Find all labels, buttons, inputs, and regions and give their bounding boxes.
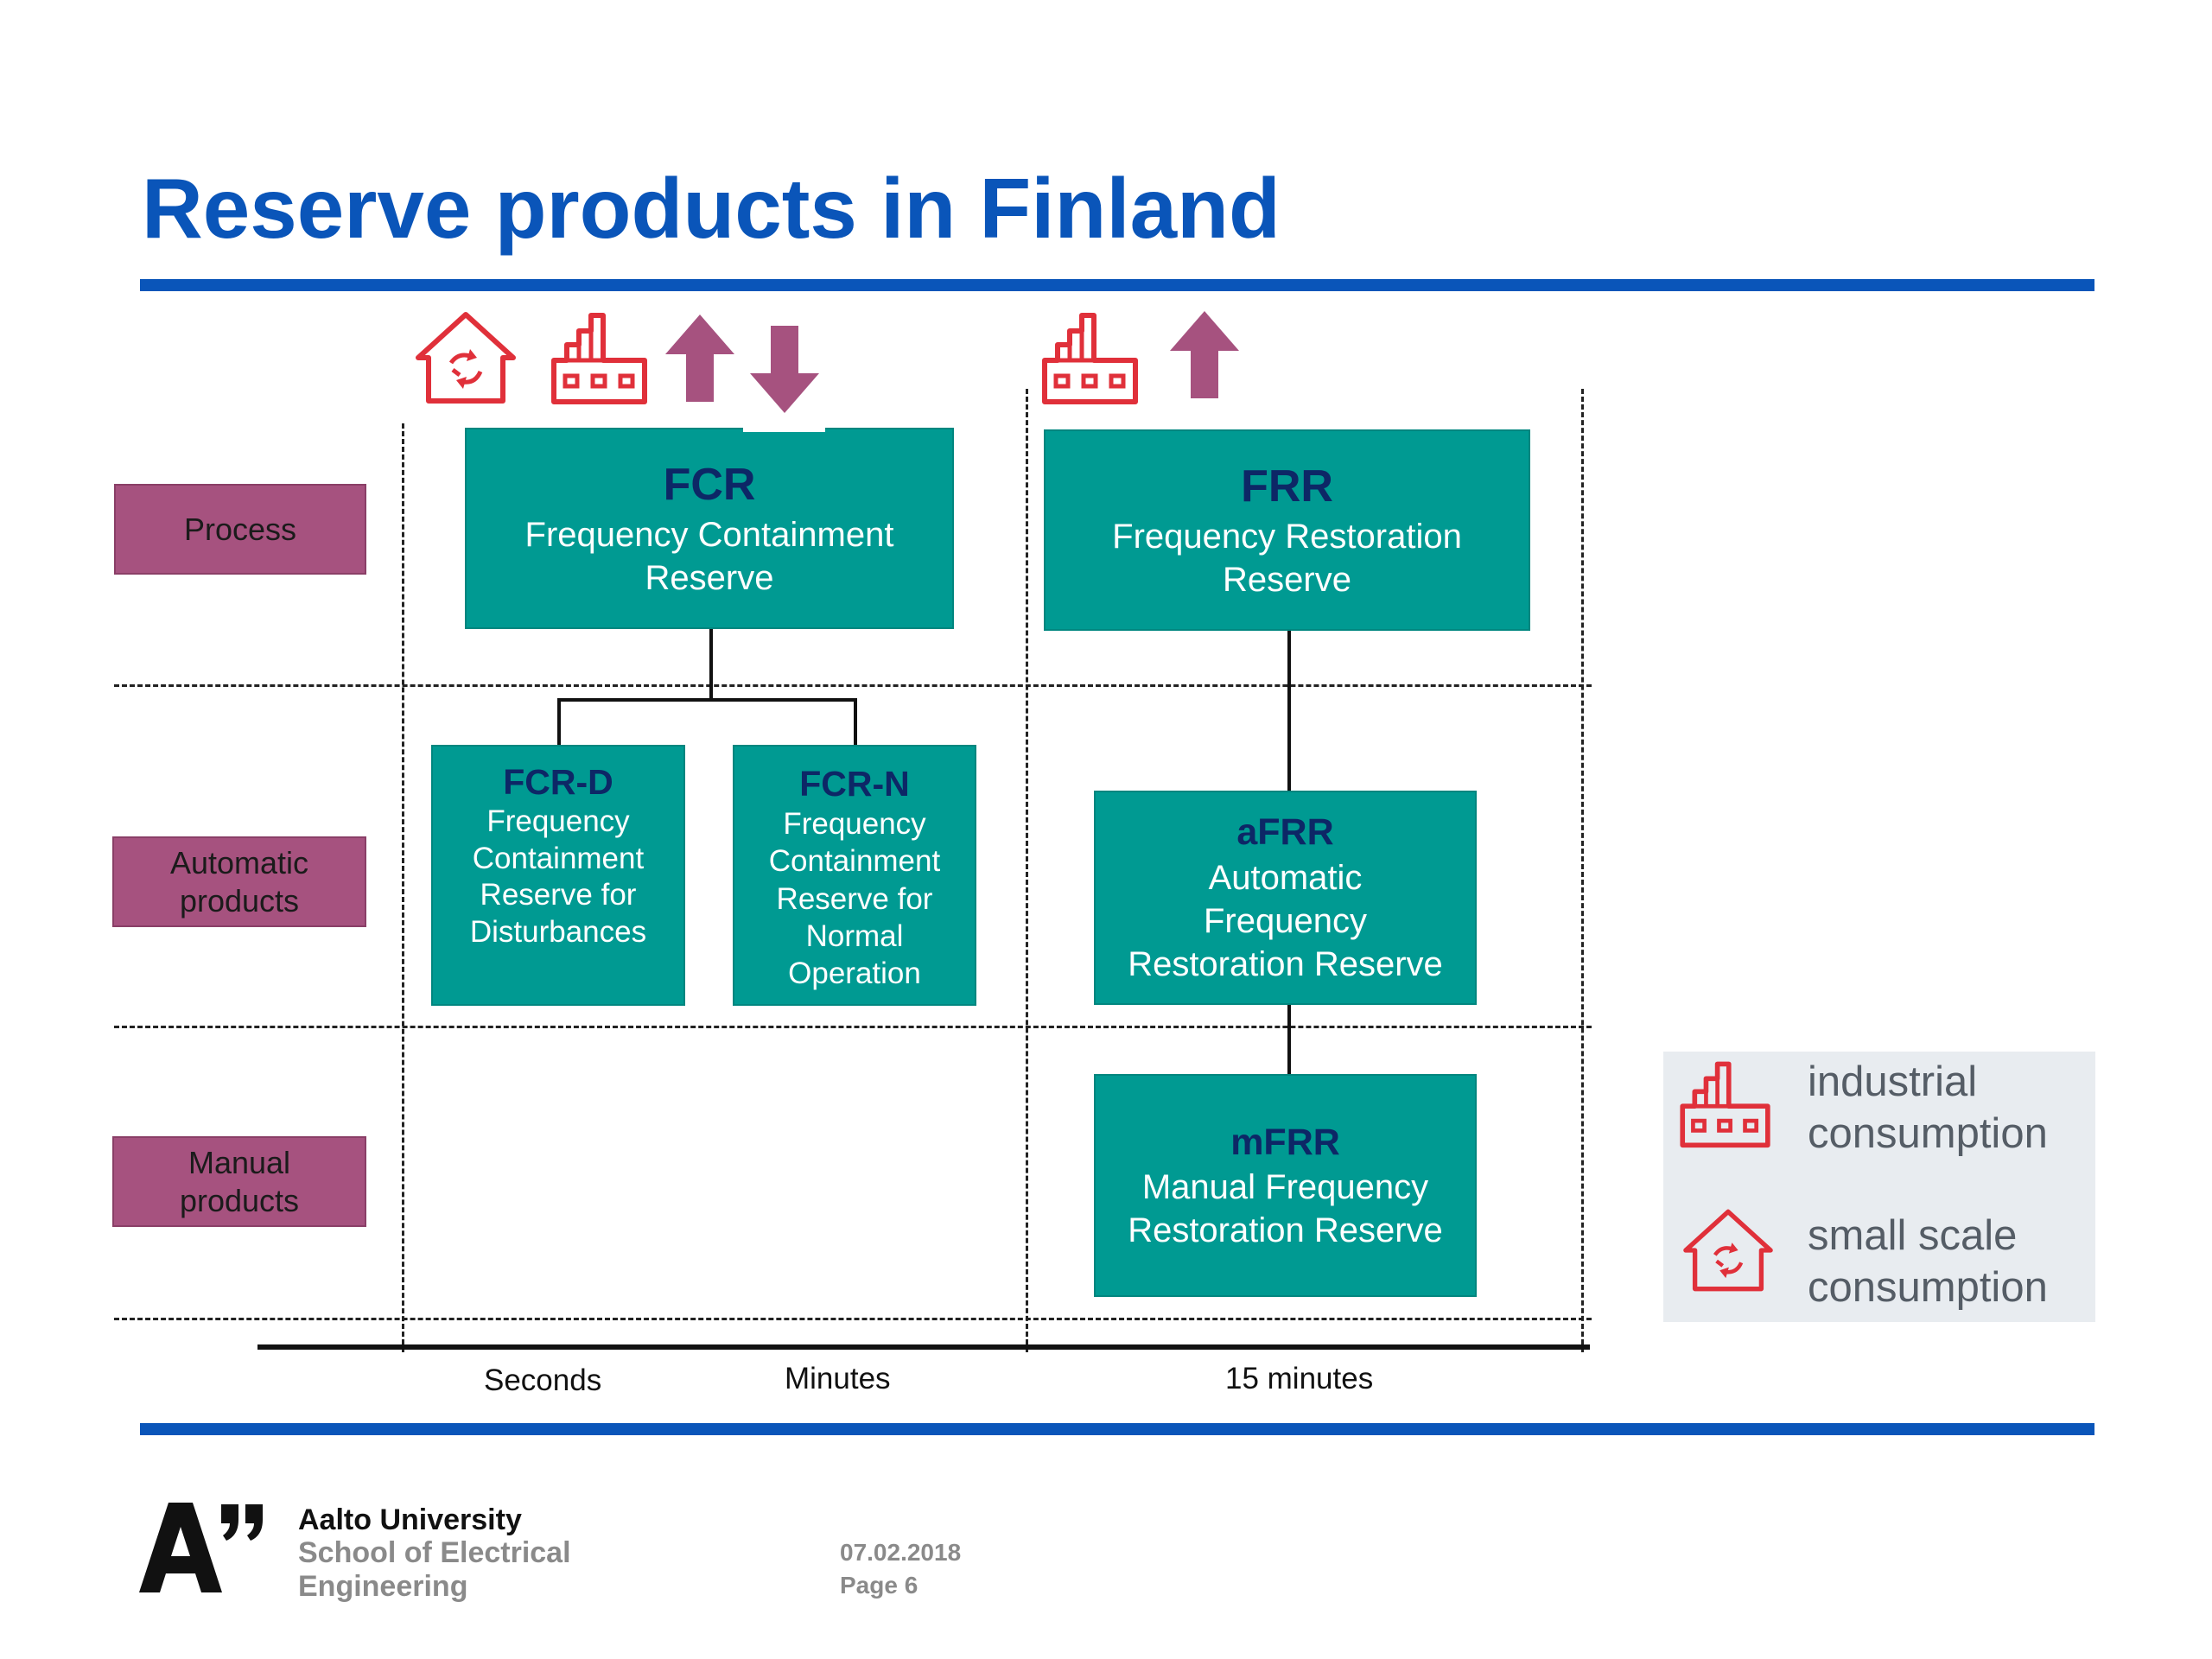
- row-label-automatic: Automatic products: [112, 836, 366, 927]
- factory-icon: [1042, 313, 1138, 404]
- row-label-process: Process: [114, 484, 366, 575]
- connector-line: [557, 698, 857, 702]
- footer-affiliation: Aalto University School of Electrical En…: [298, 1503, 571, 1603]
- arrow-up-icon: [665, 315, 734, 402]
- box-text-line: Frequency: [1204, 901, 1367, 940]
- box-text-line: Reserve: [1223, 561, 1351, 599]
- frr-abbr: FRR: [1241, 461, 1333, 512]
- notch: [743, 422, 825, 432]
- box-text-line: Restoration Reserve: [1128, 1211, 1443, 1250]
- fcr-abbr: FCR: [663, 460, 756, 510]
- box-text-line: Frequency: [486, 804, 630, 839]
- row-divider: [114, 1318, 1592, 1320]
- timeline-axis: [257, 1344, 1590, 1350]
- factory-icon: [551, 313, 647, 404]
- arrow-up-icon: [1170, 311, 1239, 398]
- legend-text-line: small scale: [1808, 1212, 2018, 1259]
- mfrr-abbr: mFRR: [1230, 1121, 1340, 1163]
- fcr-n-box: FCR-N Frequency Containment Reserve for …: [733, 745, 976, 1006]
- connector-line: [854, 698, 857, 746]
- connector-line: [1287, 1005, 1291, 1074]
- box-text-line: Frequency Containment: [524, 516, 894, 554]
- fcr-d-box: FCR-D Frequency Containment Reserve for …: [431, 745, 685, 1006]
- box-text-line: Reserve for: [480, 878, 637, 912]
- row-divider: [114, 684, 1592, 687]
- page-title: Reserve products in Finland: [142, 161, 1281, 256]
- box-text-line: Disturbances: [469, 915, 647, 950]
- timeline-label-15-minutes: 15 minutes: [1225, 1362, 1374, 1395]
- school-name-line: School of Electrical: [298, 1536, 571, 1570]
- mfrr-box: mFRR Manual Frequency Restoration Reserv…: [1094, 1074, 1477, 1297]
- house-recycle-icon: [416, 312, 516, 404]
- title-rule: [140, 279, 2094, 291]
- column-divider: [1026, 389, 1028, 1352]
- legend-small-scale-label: small scale consumption: [1808, 1210, 2048, 1314]
- column-divider: [1581, 389, 1584, 1352]
- footer-meta: 07.02.2018 Page 6: [840, 1536, 961, 1602]
- legend-panel: industrial consumption small scale consu…: [1663, 1052, 2095, 1322]
- timeline-label-minutes: Minutes: [785, 1362, 891, 1395]
- connector-line: [1287, 631, 1291, 793]
- legend-text-line: industrial: [1808, 1058, 1978, 1105]
- row-divider: [114, 1026, 1592, 1028]
- footer-rule: [140, 1423, 2094, 1435]
- fcr-box: FCR Frequency Containment Reserve: [465, 428, 954, 629]
- legend-industrial-label: industrial consumption: [1808, 1056, 2048, 1160]
- footer-date: 07.02.2018: [840, 1539, 962, 1566]
- box-text-line: Operation: [788, 956, 921, 990]
- column-divider: [402, 423, 404, 1352]
- legend-text-line: consumption: [1808, 1110, 2048, 1158]
- box-text-line: Frequency Restoration: [1112, 518, 1462, 556]
- box-text-line: Reserve: [645, 559, 774, 597]
- afrr-abbr: aFRR: [1236, 811, 1334, 854]
- box-text-line: Restoration Reserve: [1128, 944, 1443, 983]
- arrow-down-icon: [750, 326, 819, 413]
- box-text-line: Containment: [472, 841, 645, 875]
- school-name-line: Engineering: [298, 1569, 468, 1603]
- factory-icon: [1680, 1061, 1770, 1148]
- box-text-line: Normal: [805, 918, 904, 953]
- box-text-line: Automatic: [1208, 858, 1363, 897]
- university-name: Aalto University: [298, 1503, 522, 1536]
- aalto-logo: [139, 1503, 263, 1592]
- frr-box: FRR Frequency Restoration Reserve: [1044, 429, 1530, 631]
- connector-line: [709, 629, 713, 700]
- box-text-line: Frequency: [783, 807, 926, 842]
- row-label-manual: Manual products: [112, 1136, 366, 1227]
- footer-page-number: Page 6: [840, 1571, 918, 1599]
- house-recycle-icon: [1683, 1209, 1773, 1292]
- box-text-line: Reserve for: [776, 881, 933, 916]
- legend-text-line: consumption: [1808, 1264, 2048, 1312]
- afrr-box: aFRR Automatic Frequency Restoration Res…: [1094, 791, 1477, 1005]
- fcr-d-abbr: FCR-D: [503, 762, 613, 802]
- fcr-n-abbr: FCR-N: [799, 764, 910, 804]
- timeline-label-seconds: Seconds: [484, 1363, 602, 1397]
- box-text-line: Manual Frequency: [1141, 1167, 1429, 1206]
- connector-line: [557, 698, 561, 746]
- box-text-line: Containment: [768, 844, 941, 879]
